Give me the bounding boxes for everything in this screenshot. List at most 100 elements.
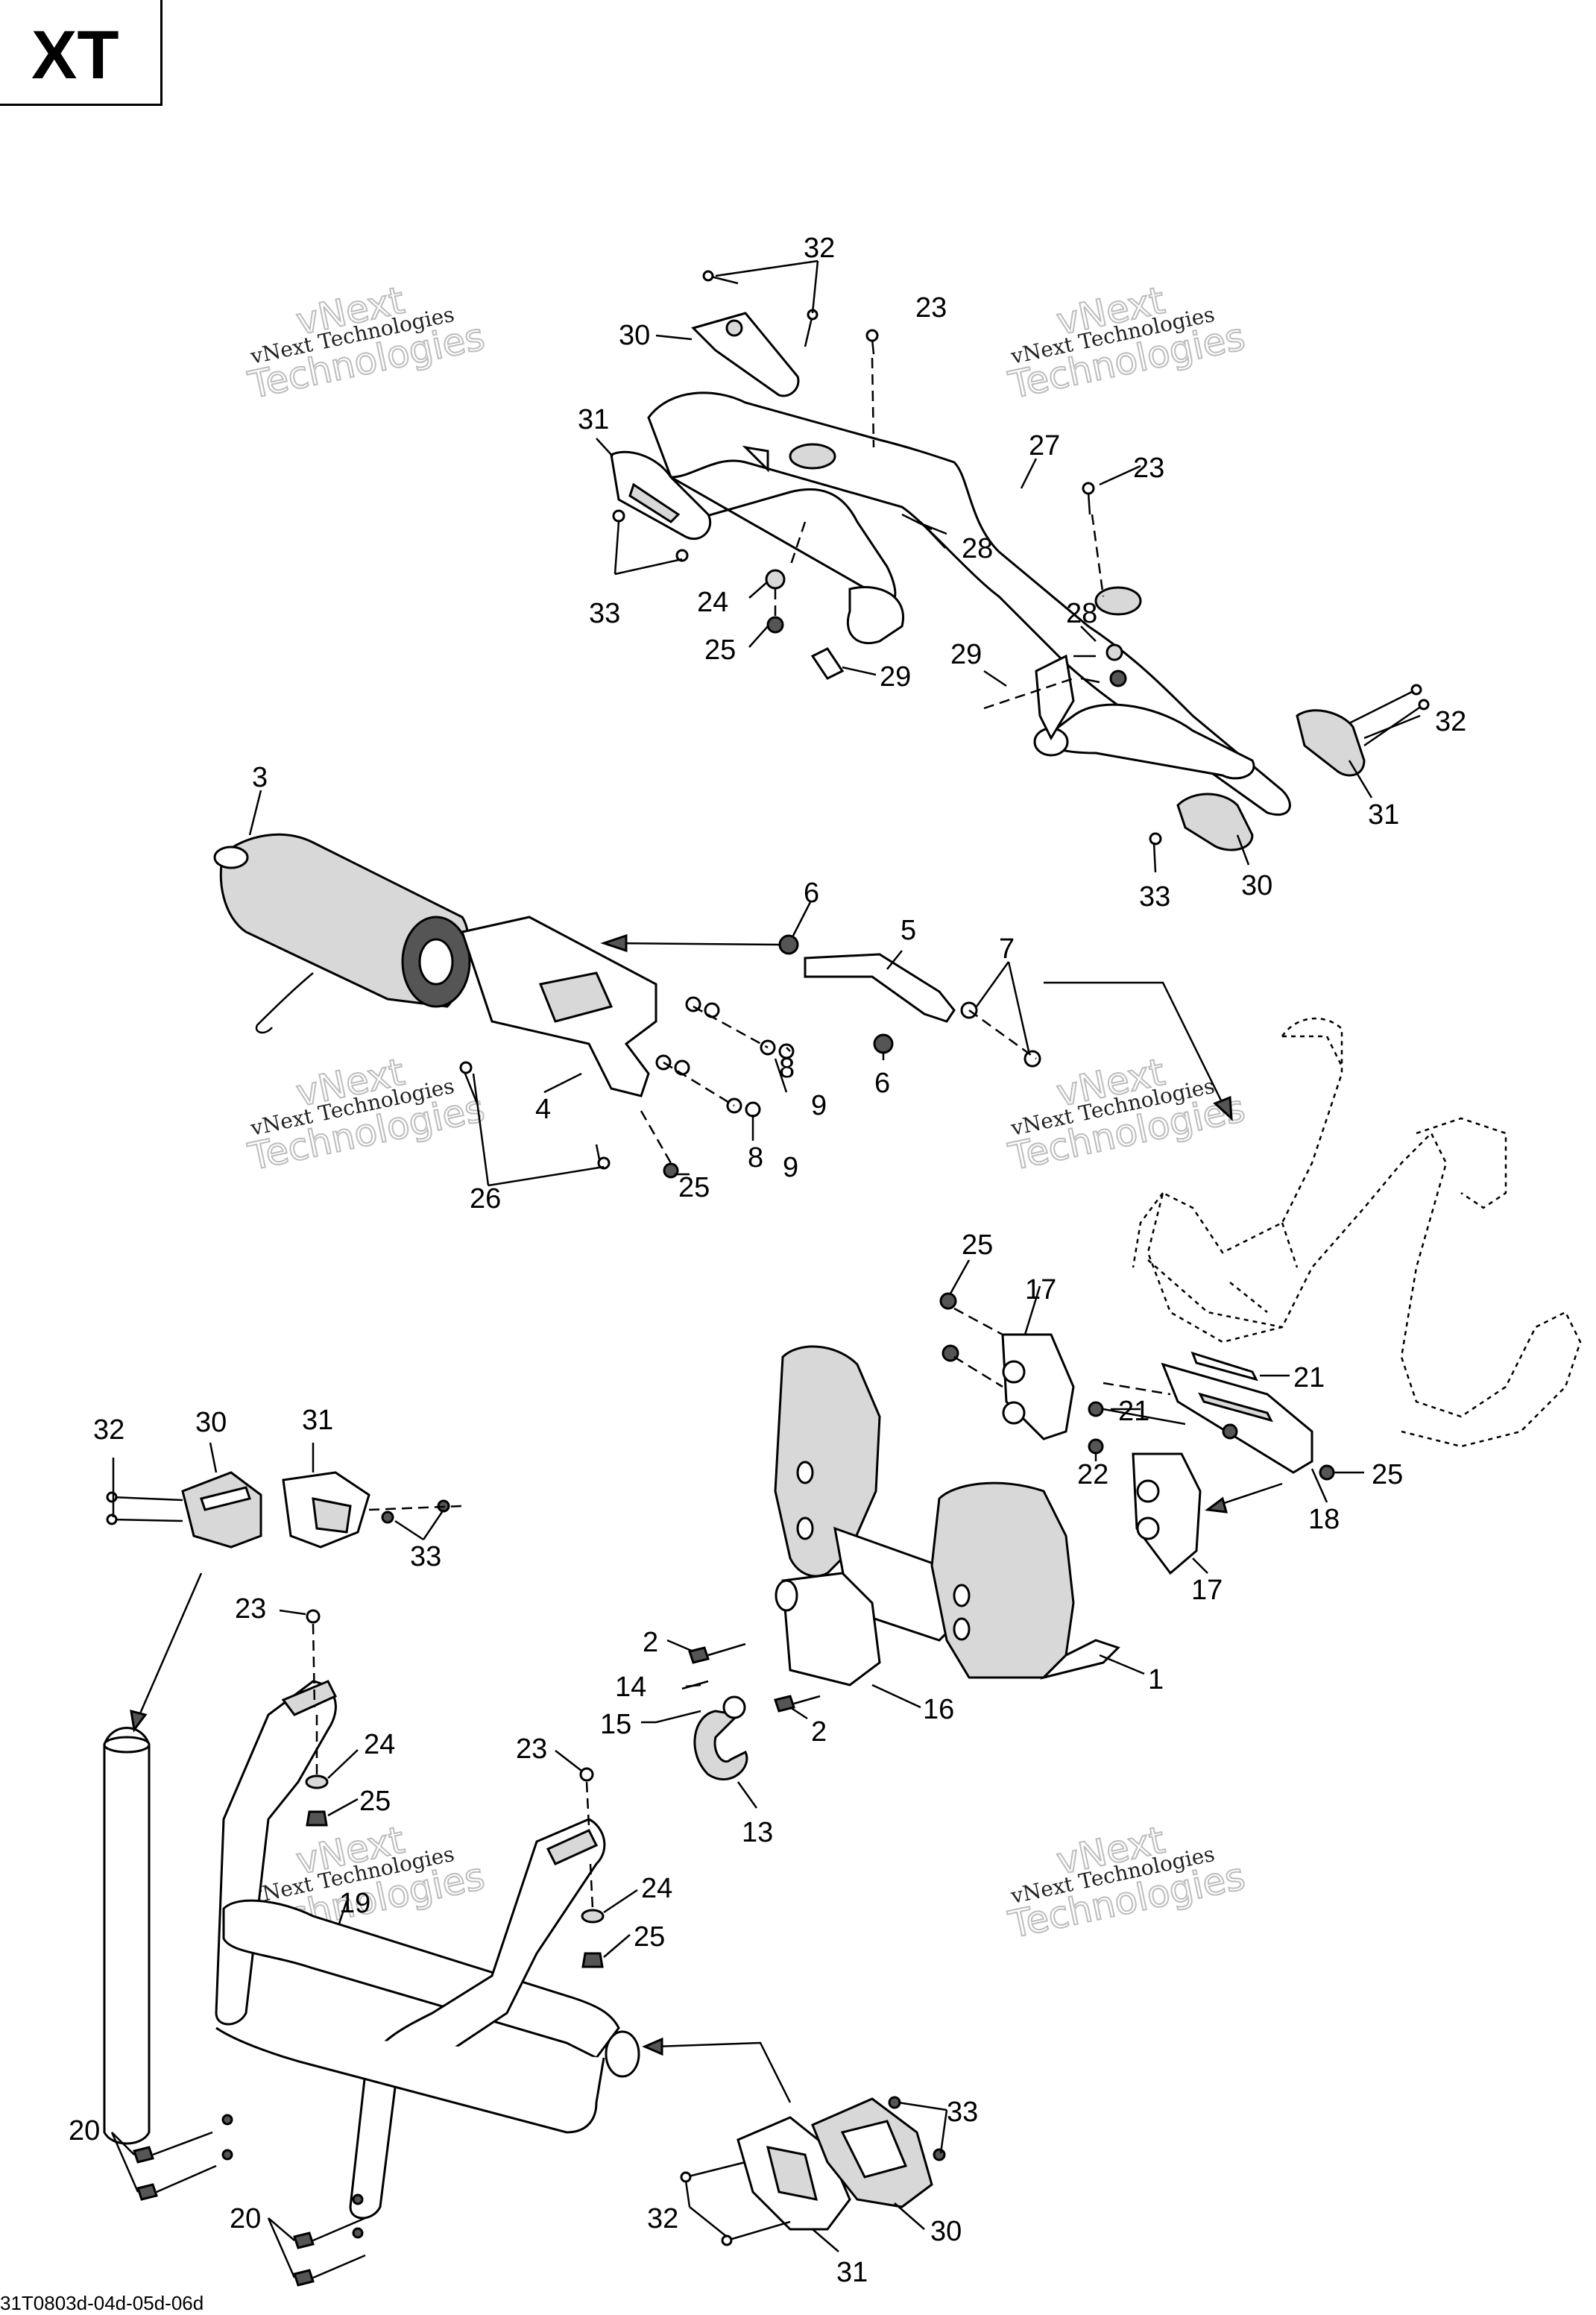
callout-22: 22: [1077, 1459, 1108, 1490]
top-assembly-line-a: [871, 357, 875, 448]
callout-32: 32: [93, 1414, 124, 1446]
callout-20: 20: [69, 2115, 100, 2147]
callout-32: 32: [1435, 706, 1466, 737]
callout-leaders: [110, 259, 1421, 2278]
lower-assembly-line-c: [585, 1781, 590, 1827]
callout-8: 8: [779, 1053, 795, 1084]
callout-28: 28: [962, 533, 993, 564]
callout-31: 31: [578, 404, 609, 435]
callout-31: 31: [302, 1405, 333, 1436]
callout-17: 17: [1025, 1274, 1056, 1305]
model-label-box: XT: [0, 0, 163, 106]
callout-33: 33: [410, 1541, 441, 1572]
bumper-fasteners: [655, 1642, 821, 1724]
mid-left-bracket-31: [282, 1471, 370, 1549]
mount-plate-17-upper: [1001, 1333, 1075, 1440]
lower-left-arrow-head: [130, 1709, 148, 1733]
callout-23: 23: [1133, 453, 1164, 484]
callout-6: 6: [804, 878, 819, 909]
lower-bumper-tube-19: [103, 1680, 640, 2239]
mount-bolts-21-22: [939, 1292, 1335, 1481]
lower-left-arrow: [136, 1572, 203, 1719]
vehicle-frame-ghost: [1132, 1017, 1582, 1448]
top-assembly-line-c: [789, 521, 807, 567]
callout-32: 32: [647, 2203, 678, 2234]
lower-assembly-line-d: [589, 1863, 594, 1909]
callout-9: 9: [811, 1090, 827, 1121]
mid-left-bracket-30: [181, 1471, 262, 1549]
upper-bumper-tube: [647, 391, 1291, 816]
winch-arrow-head: [600, 933, 628, 953]
winch-3: [213, 833, 471, 1034]
callout-25: 25: [678, 1172, 710, 1203]
watermark-middle-left: Technologies vNext vNext Technologies: [244, 1050, 489, 1179]
winch-arrow: [611, 942, 780, 946]
top-right-bracket-30: [1176, 793, 1254, 851]
drawing-code: 31T0803d-04d-05d-06d: [0, 2292, 204, 2314]
frame-arrow: [1044, 981, 1224, 1104]
callout-13: 13: [742, 1817, 773, 1848]
winch-assembly-line-d: [640, 1110, 672, 1164]
mid-left-fasteners: [106, 1491, 450, 1525]
callout-9: 9: [783, 1152, 798, 1183]
lower-right-arrow: [655, 2041, 792, 2103]
lower-assembly-line-a: [312, 1623, 316, 1708]
mount-plate-17-lower: [1132, 1452, 1202, 1575]
callout-29: 29: [950, 639, 982, 670]
callout-5: 5: [900, 915, 916, 946]
callout-2: 2: [811, 1716, 827, 1748]
frame-arrow-head: [1213, 1095, 1233, 1121]
callout-19: 19: [339, 1888, 370, 1919]
callout-21: 21: [1118, 1396, 1149, 1427]
callout-2: 2: [643, 1627, 658, 1658]
side-plate-29: [810, 647, 1075, 741]
callout-33: 33: [589, 598, 620, 629]
top-left-bracket-30: [691, 312, 800, 397]
callout-25: 25: [634, 1921, 665, 1953]
callout-30: 30: [930, 2216, 962, 2247]
callout-14: 14: [615, 1672, 646, 1703]
bracket-5: [804, 953, 956, 1023]
callout-25: 25: [704, 634, 736, 666]
callout-1: 1: [1148, 1664, 1164, 1695]
winch-assembly-line-a: [693, 1005, 769, 1049]
top-assembly-line-b: [1091, 514, 1105, 597]
hook-13: [693, 1695, 748, 1780]
callout-7: 7: [999, 933, 1015, 965]
lower-right-arrow-head: [642, 2037, 663, 2056]
watermark-top-right: Technologies vNext vNext Technologies: [1004, 278, 1249, 408]
callout-18: 18: [1308, 1504, 1340, 1535]
callout-16: 16: [923, 1694, 954, 1725]
callout-3: 3: [252, 762, 268, 793]
callout-15: 15: [600, 1709, 631, 1740]
top-right-bracket-31: [1296, 709, 1366, 777]
callout-31: 31: [836, 2257, 868, 2288]
callout-24: 24: [641, 1873, 672, 1904]
winch-plate-4: [461, 916, 657, 1097]
lower-right-bracket-30: [811, 2097, 933, 2208]
callout-29: 29: [880, 661, 911, 693]
callout-20: 20: [230, 2203, 261, 2234]
callout-24: 24: [364, 1729, 395, 1760]
callout-23: 23: [516, 1733, 547, 1765]
mount-bar-18: [1161, 1362, 1313, 1474]
callout-33: 33: [1139, 881, 1170, 913]
callout-28: 28: [1066, 598, 1097, 629]
lower-fasteners-23-24-25: [305, 1609, 605, 1968]
callout-33: 33: [947, 2097, 978, 2128]
mount-arrow: [1214, 1482, 1283, 1508]
mount-assembly-line-c: [1103, 1382, 1171, 1396]
winch-assembly-line-c: [968, 1009, 1037, 1060]
callout-30: 30: [619, 320, 650, 351]
winch-assembly-line-b: [663, 1061, 735, 1107]
callout-30: 30: [195, 1407, 227, 1438]
callout-numbers: 32 23 30 31 27 23 28 24 25 33 29 28 29 3…: [69, 233, 1466, 2288]
model-label: XT: [31, 17, 119, 93]
mount-assembly-line-b: [953, 1355, 1003, 1388]
hitch-bracket-16: [775, 1572, 881, 1686]
callout-30: 30: [1241, 870, 1272, 901]
callout-4: 4: [535, 1094, 551, 1125]
callout-26: 26: [470, 1183, 501, 1215]
callout-24: 24: [697, 587, 728, 618]
